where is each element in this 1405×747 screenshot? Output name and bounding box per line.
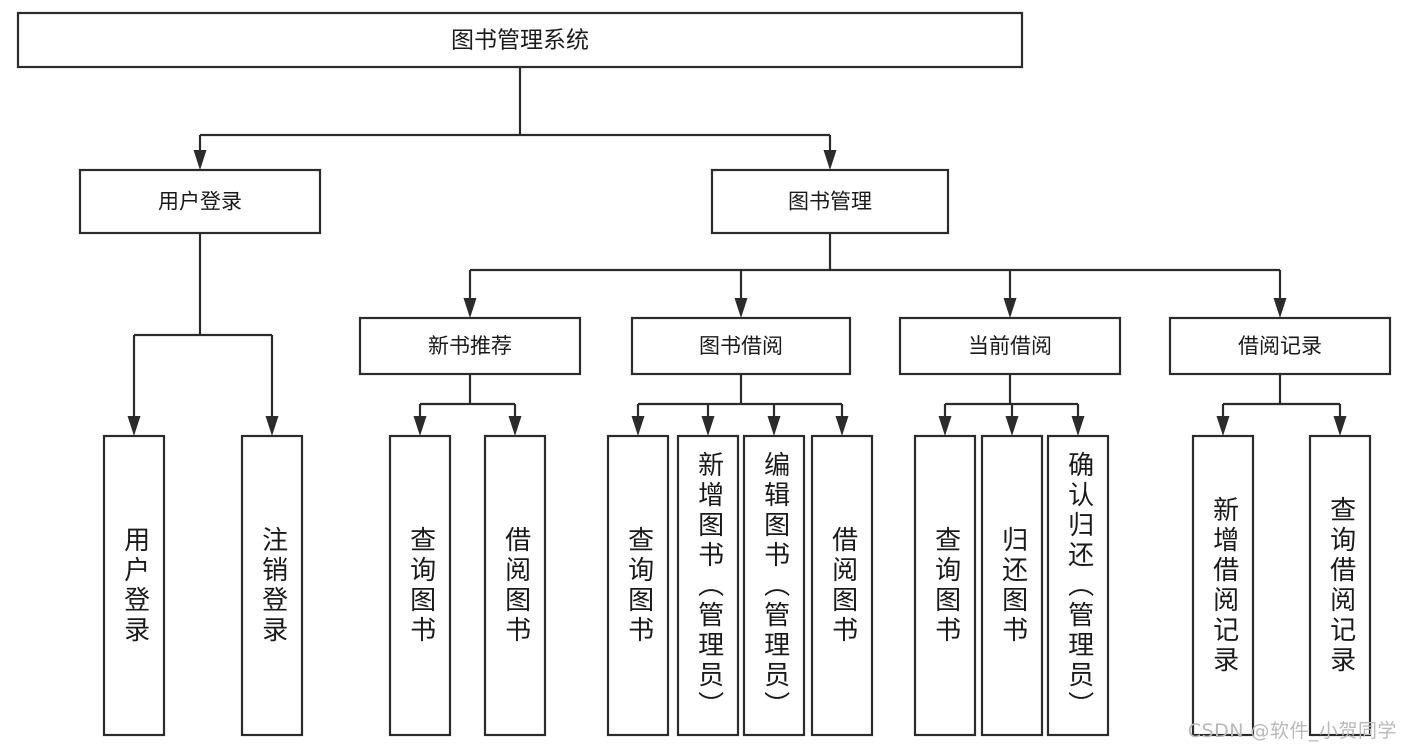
node-box-leaf-add-record[interactable] [1191, 434, 1255, 737]
node-root[interactable]: 图书管理系统 [16, 11, 1024, 69]
node-box-leaf-query-book-1[interactable] [388, 434, 452, 737]
node-leaf-user-login[interactable] [102, 434, 166, 737]
node-leaf-query-book-2[interactable] [606, 434, 670, 737]
connector-group-book-borrow-to-leaves [631, 374, 849, 436]
arrowhead-icon [1003, 298, 1017, 318]
node-label-user-login: 用户登录 [158, 190, 242, 214]
watermark-text: CSDN @软件_小贺同学 [1187, 720, 1397, 742]
connector-group-borrow-record-to-leaves [1216, 374, 1347, 436]
node-leaf-query-book-1[interactable] [388, 434, 452, 737]
arrowhead-icon [1071, 416, 1085, 436]
node-label-root: 图书管理系统 [451, 28, 589, 54]
node-book-borrow[interactable]: 图书借阅 [630, 316, 852, 376]
arrowhead-icon [265, 416, 279, 436]
arrowhead-icon [1273, 298, 1287, 318]
arrowhead-icon [1333, 416, 1347, 436]
node-box-current-borrow[interactable] [898, 316, 1122, 376]
arrowhead-icon [413, 416, 427, 436]
arrowhead-icon [938, 416, 952, 436]
node-leaf-edit-book[interactable] [742, 434, 806, 737]
arrowhead-icon [1216, 416, 1230, 436]
arrowhead-icon [508, 416, 522, 436]
arrowhead-icon [1005, 416, 1019, 436]
node-box-leaf-user-logout[interactable] [240, 434, 304, 737]
node-box-leaf-borrow-book-1[interactable] [483, 434, 547, 737]
node-leaf-user-logout[interactable] [240, 434, 304, 737]
connectors-layer [127, 67, 1347, 436]
node-borrow-record[interactable]: 借阅记录 [1168, 316, 1392, 376]
node-user-login[interactable]: 用户登录 [78, 168, 322, 235]
node-label-book-borrow: 图书借阅 [699, 334, 783, 358]
node-box-leaf-return-book[interactable] [980, 434, 1044, 737]
node-box-leaf-query-record[interactable] [1308, 434, 1372, 737]
node-leaf-query-record[interactable] [1308, 434, 1372, 737]
arrowhead-icon [127, 416, 141, 436]
node-leaf-borrow-book-2[interactable] [810, 434, 874, 737]
node-book-manage[interactable]: 图书管理 [710, 168, 950, 235]
node-label-new-book-recommend: 新书推荐 [428, 334, 512, 358]
node-box-borrow-record[interactable] [1168, 316, 1392, 376]
arrowhead-icon [767, 416, 781, 436]
node-leaf-add-record[interactable] [1191, 434, 1255, 737]
node-label-borrow-record: 借阅记录 [1238, 334, 1322, 358]
node-box-leaf-confirm-return[interactable] [1046, 434, 1110, 737]
arrowhead-icon [835, 416, 849, 436]
arrowhead-icon [631, 416, 645, 436]
node-label-book-manage: 图书管理 [788, 190, 872, 214]
arrowhead-icon [823, 150, 837, 170]
node-box-user-login[interactable] [78, 168, 322, 235]
arrowhead-icon [734, 298, 748, 318]
connector-group-user-login-to-leaves [127, 233, 279, 436]
node-box-book-borrow[interactable] [630, 316, 852, 376]
connector-group-book-manage-to-level3 [463, 233, 1287, 318]
node-box-leaf-query-book-2[interactable] [606, 434, 670, 737]
node-box-leaf-user-login[interactable] [102, 434, 166, 737]
node-box-leaf-edit-book[interactable] [742, 434, 806, 737]
node-leaf-confirm-return[interactable] [1046, 434, 1110, 737]
connector-group-new-book-recommend-to-leaves [413, 374, 522, 436]
node-box-leaf-borrow-book-2[interactable] [810, 434, 874, 737]
connector-group-root-to-level2 [193, 67, 837, 170]
node-leaf-return-book[interactable] [980, 434, 1044, 737]
arrowhead-icon [193, 150, 207, 170]
node-leaf-query-book-3[interactable] [913, 434, 977, 737]
arrowhead-icon [463, 298, 477, 318]
node-leaf-borrow-book-1[interactable] [483, 434, 547, 737]
node-current-borrow[interactable]: 当前借阅 [898, 316, 1122, 376]
node-leaf-add-book[interactable] [676, 434, 740, 737]
node-box-leaf-query-book-3[interactable] [913, 434, 977, 737]
node-box-leaf-add-book[interactable] [676, 434, 740, 737]
arrowhead-icon [701, 416, 715, 436]
node-box-root[interactable] [16, 11, 1024, 69]
node-box-new-book-recommend[interactable] [358, 316, 582, 376]
connector-group-current-borrow-to-leaves [938, 374, 1085, 436]
node-new-book-recommend[interactable]: 新书推荐 [358, 316, 582, 376]
node-label-current-borrow: 当前借阅 [968, 334, 1052, 358]
node-box-book-manage[interactable] [710, 168, 950, 235]
